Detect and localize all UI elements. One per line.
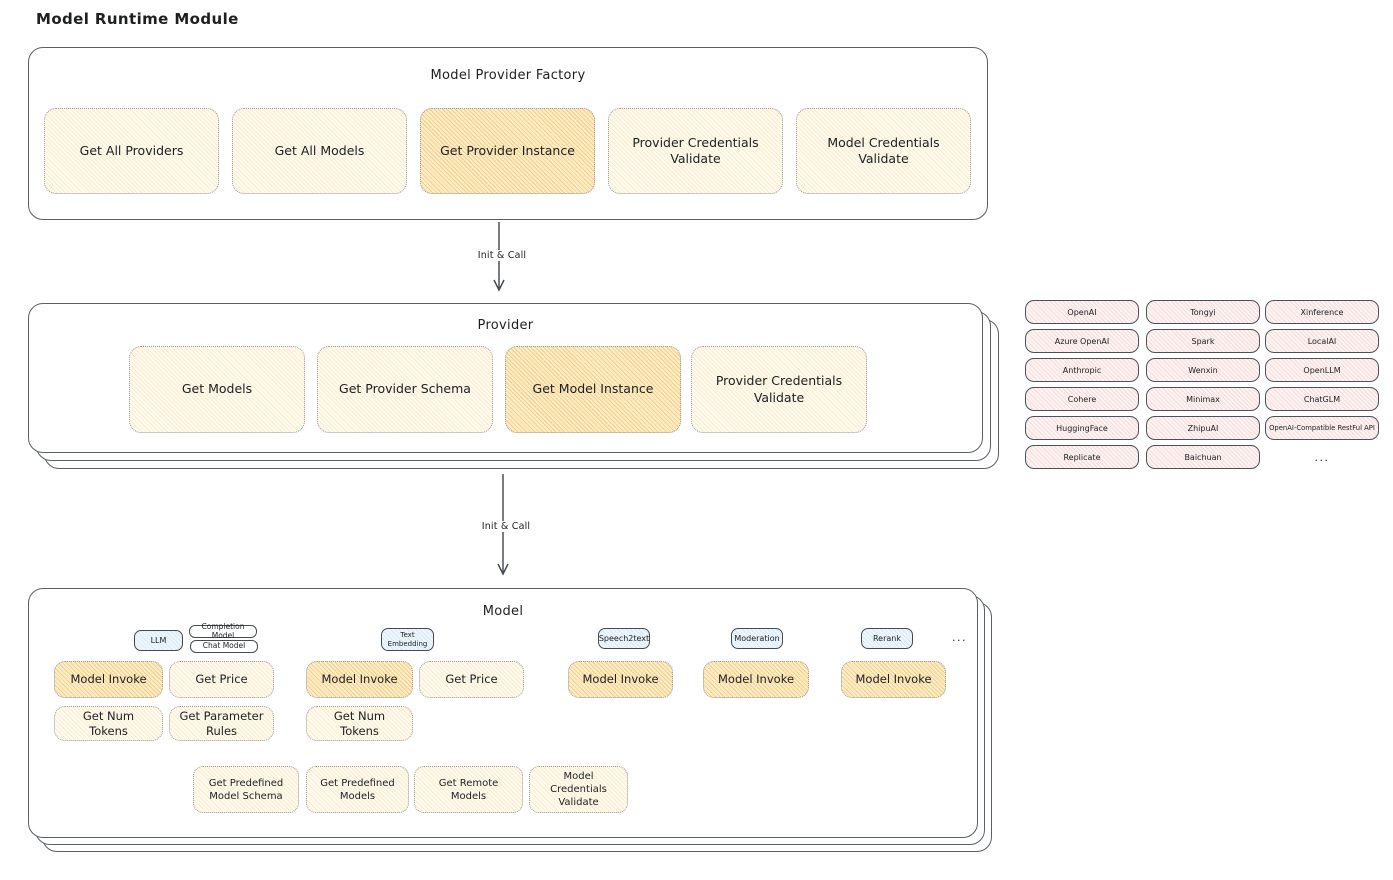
tag-chat-model: Chat Model bbox=[190, 640, 258, 653]
model-tabs-ellipsis: ... bbox=[952, 631, 967, 644]
llm-get-parameter-rules-button: Get Parameter Rules bbox=[169, 706, 274, 741]
get-provider-instance-button: Get Provider Instance bbox=[420, 108, 595, 194]
tag-completion-model: Completion Model bbox=[189, 622, 257, 639]
embedding-model-invoke-button: Model Invoke bbox=[306, 661, 413, 698]
llm-get-parameter-rules-label: Get Parameter Rules bbox=[179, 708, 264, 738]
embedding-get-num-tokens-button: Get Num Tokens bbox=[306, 706, 413, 741]
provider-item-anthropic: Anthropic bbox=[1025, 358, 1139, 382]
get-predefined-models-label: Get Predefined Models bbox=[320, 777, 395, 802]
provider-credentials-validate-label-2: Provider Credentials Validate bbox=[715, 373, 843, 405]
model-credentials-validate-label-2: Model Credentials Validate bbox=[550, 771, 607, 808]
provider-item-baichuan: Baichuan bbox=[1146, 445, 1260, 469]
provider-item-openllm: OpenLLM bbox=[1265, 358, 1379, 382]
provider-item-localai: LocalAI bbox=[1265, 329, 1379, 353]
moderation-model-invoke-label: Model Invoke bbox=[717, 672, 795, 687]
get-models-button: Get Models bbox=[129, 346, 305, 433]
speech2text-model-invoke-button: Model Invoke bbox=[568, 661, 673, 698]
provider-title: Provider bbox=[477, 318, 534, 333]
tab-llm: LLM bbox=[134, 630, 183, 651]
embedding-get-num-tokens-label: Get Num Tokens bbox=[333, 708, 386, 738]
get-provider-schema-label: Get Provider Schema bbox=[339, 381, 471, 397]
embedding-get-price-label: Get Price bbox=[445, 672, 498, 687]
provider-item-openai: OpenAI bbox=[1025, 300, 1139, 324]
rerank-model-invoke-label: Model Invoke bbox=[855, 672, 932, 687]
llm-model-invoke-button: Model Invoke bbox=[54, 661, 163, 698]
provider-credentials-validate-label: Provider Credentials Validate bbox=[632, 134, 759, 166]
init-call-label-1: Init & Call bbox=[469, 250, 535, 261]
get-all-providers-label: Get All Providers bbox=[79, 142, 184, 158]
rerank-model-invoke-button: Model Invoke bbox=[841, 661, 946, 698]
factory-title: Model Provider Factory bbox=[430, 68, 586, 83]
provider-item-cohere: Cohere bbox=[1025, 387, 1139, 411]
provider-item-tongyi: Tongyi bbox=[1146, 300, 1260, 324]
provider-item-azure-openai: Azure OpenAI bbox=[1025, 329, 1139, 353]
page-title: Model Runtime Module bbox=[36, 10, 239, 28]
speech2text-model-invoke-label: Model Invoke bbox=[582, 672, 659, 687]
model-provider-factory-box: Model Provider Factory Get All Providers… bbox=[28, 47, 988, 220]
provider-item-zhipuai: ZhipuAI bbox=[1146, 416, 1260, 440]
provider-item-minimax: Minimax bbox=[1146, 387, 1260, 411]
get-all-providers-button: Get All Providers bbox=[44, 108, 219, 194]
model-box: Model LLM Completion Model Chat Model Te… bbox=[28, 588, 978, 838]
provider-list-column-1: OpenAI Azure OpenAI Anthropic Cohere Hug… bbox=[1025, 300, 1139, 469]
get-predefined-models-button: Get Predefined Models bbox=[306, 766, 409, 813]
get-all-models-button: Get All Models bbox=[232, 108, 407, 194]
get-predefined-model-schema-label: Get Predefined Model Schema bbox=[208, 777, 284, 802]
get-model-instance-button: Get Model Instance bbox=[505, 346, 681, 433]
provider-item-huggingface: HuggingFace bbox=[1025, 416, 1139, 440]
provider-list-column-3: Xinference LocalAI OpenLLM ChatGLM OpenA… bbox=[1265, 300, 1379, 469]
get-provider-schema-button: Get Provider Schema bbox=[317, 346, 493, 433]
factory-model-credentials-validate-button: Model Credentials Validate bbox=[796, 108, 971, 194]
moderation-model-invoke-button: Model Invoke bbox=[703, 661, 809, 698]
model-credentials-validate-label: Model Credentials Validate bbox=[827, 134, 940, 166]
embedding-get-price-button: Get Price bbox=[419, 661, 524, 698]
init-call-label-2: Init & Call bbox=[473, 521, 539, 532]
get-all-models-label: Get All Models bbox=[274, 142, 365, 158]
get-remote-models-label: Get Remote Models bbox=[438, 777, 499, 802]
provider-item-chatglm: ChatGLM bbox=[1265, 387, 1379, 411]
get-model-instance-label: Get Model Instance bbox=[532, 381, 654, 397]
llm-get-num-tokens-button: Get Num Tokens bbox=[54, 706, 163, 741]
provider-list-ellipsis: ... bbox=[1314, 450, 1330, 464]
get-provider-instance-label: Get Provider Instance bbox=[440, 142, 575, 158]
embedding-model-invoke-label: Model Invoke bbox=[321, 672, 398, 687]
tab-rerank: Rerank bbox=[861, 628, 913, 649]
factory-provider-credentials-validate-button: Provider Credentials Validate bbox=[608, 108, 783, 194]
tab-speech2text: Speech2text bbox=[598, 628, 650, 649]
llm-get-price-label: Get Price bbox=[195, 672, 248, 687]
get-remote-models-button: Get Remote Models bbox=[414, 766, 523, 813]
provider-item-xinference: Xinference bbox=[1265, 300, 1379, 324]
provider-item-spark: Spark bbox=[1146, 329, 1260, 353]
llm-get-num-tokens-label: Get Num Tokens bbox=[82, 708, 135, 738]
provider-item-wenxin: Wenxin bbox=[1146, 358, 1260, 382]
model-credentials-validate-button: Model Credentials Validate bbox=[529, 766, 628, 813]
tab-moderation: Moderation bbox=[731, 628, 783, 649]
provider-credentials-validate-button: Provider Credentials Validate bbox=[691, 346, 867, 433]
model-title: Model bbox=[482, 604, 524, 619]
get-models-label: Get Models bbox=[181, 381, 253, 397]
llm-get-price-button: Get Price bbox=[169, 661, 274, 698]
tab-text-embedding: Text Embedding bbox=[381, 628, 434, 651]
provider-item-replicate: Replicate bbox=[1025, 445, 1139, 469]
get-predefined-model-schema-button: Get Predefined Model Schema bbox=[193, 766, 299, 813]
provider-item-openai-compatible: OpenAI-Compatible RestFul API bbox=[1265, 416, 1379, 440]
provider-list-column-2: Tongyi Spark Wenxin Minimax ZhipuAI Baic… bbox=[1146, 300, 1260, 469]
provider-box: Provider Get Models Get Provider Schema … bbox=[28, 303, 983, 453]
llm-model-invoke-label: Model Invoke bbox=[70, 672, 147, 687]
